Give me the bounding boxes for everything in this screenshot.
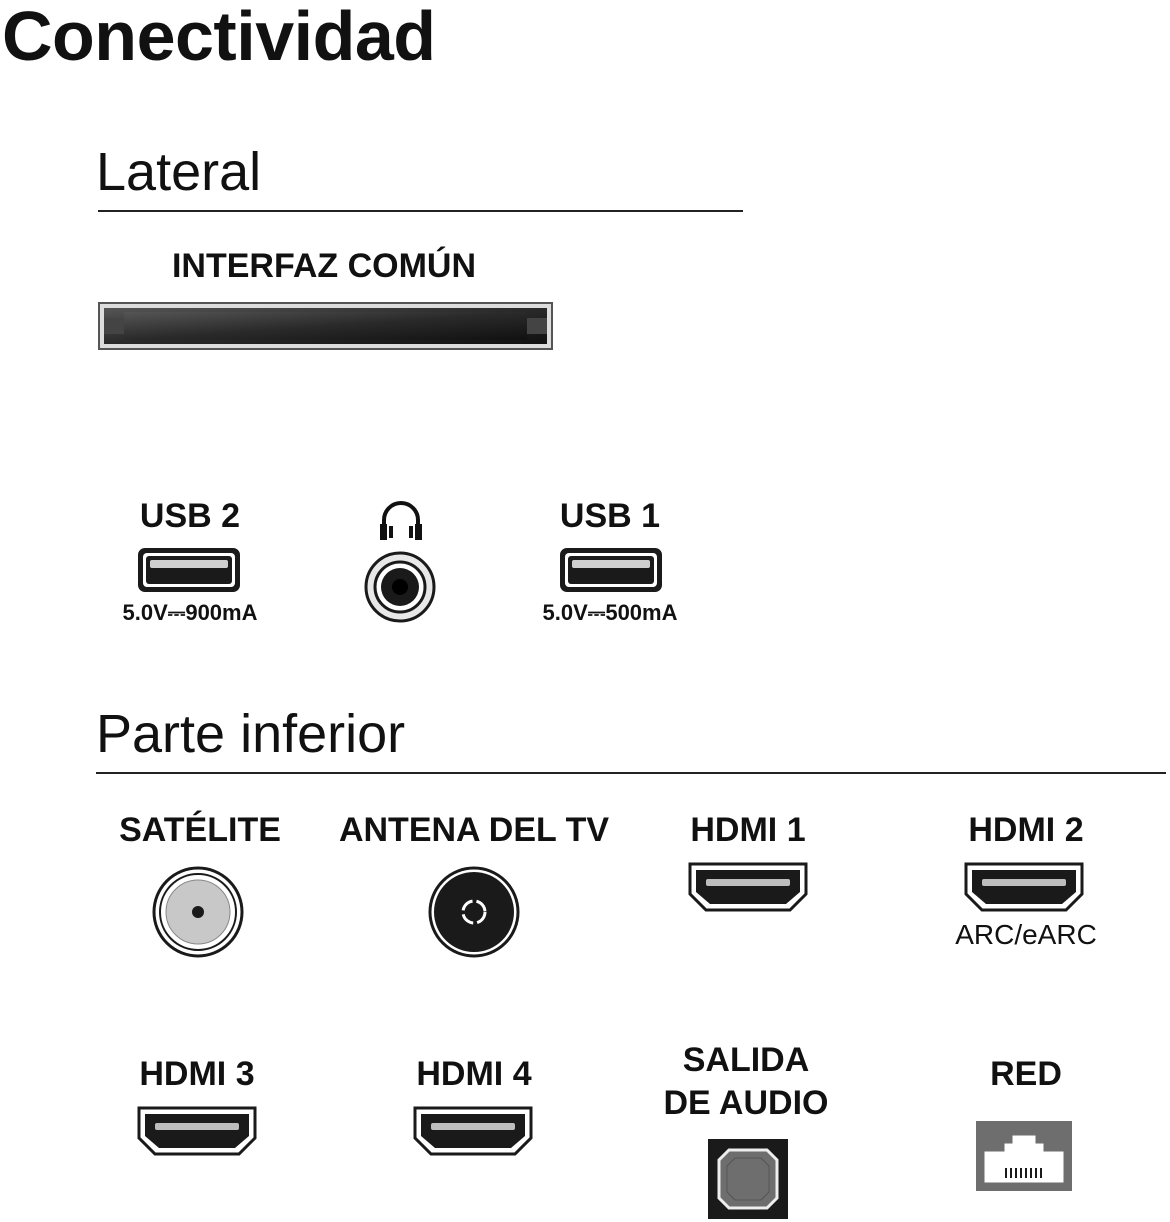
audio-out-label-line1: SALIDA: [682, 1041, 810, 1079]
usb1-spec: 5.0V⎓500mA: [542, 600, 678, 625]
satellite-label: SATÉLITE: [119, 811, 281, 849]
hdmi1-label: HDMI 1: [690, 811, 806, 849]
common-interface-label: INTERFAZ COMÚN: [171, 247, 477, 285]
satellite-port-icon: [152, 866, 244, 958]
ethernet-port-icon: [975, 1120, 1073, 1192]
hdmi4-port-icon: [413, 1106, 533, 1156]
usb1-label: USB 1: [559, 497, 661, 535]
section-divider-lateral: [98, 210, 743, 212]
headphone-jack-icon: [364, 551, 436, 623]
usb2-port-icon: [138, 548, 240, 592]
network-label: RED: [990, 1055, 1062, 1093]
section-title-inferior: Parte inferior: [96, 704, 406, 764]
section-divider-inferior: [96, 772, 1166, 774]
hdmi3-label: HDMI 3: [139, 1055, 255, 1093]
hdmi2-arc-note: ARC/eARC: [955, 919, 1097, 950]
usb1-port-icon: [560, 548, 662, 592]
hdmi4-label: HDMI 4: [416, 1055, 532, 1093]
hdmi3-port-icon: [137, 1106, 257, 1156]
usb2-label: USB 2: [139, 497, 241, 535]
headphones-icon: [378, 500, 424, 542]
hdmi2-port-icon: [964, 862, 1084, 912]
common-interface-slot-icon: [98, 302, 553, 350]
hdmi1-port-icon: [688, 862, 808, 912]
hdmi2-label: HDMI 2: [968, 811, 1084, 849]
optical-audio-port-icon: [707, 1138, 789, 1220]
usb2-spec: 5.0V⎓900mA: [122, 600, 258, 625]
antenna-port-icon: [428, 866, 520, 958]
audio-out-label-line2: DE AUDIO: [663, 1084, 829, 1122]
page-title: Conectividad: [2, 0, 436, 75]
antenna-label: ANTENA DEL TV: [338, 811, 610, 849]
section-title-lateral: Lateral: [96, 142, 262, 202]
